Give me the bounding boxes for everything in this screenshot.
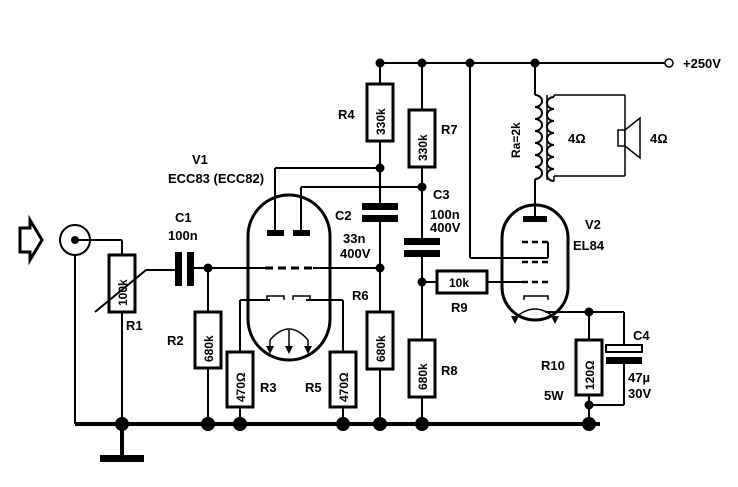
v1-tube-envelope xyxy=(246,193,332,362)
r6-name: R6 xyxy=(352,288,369,303)
c1-plate-right xyxy=(187,252,194,286)
v2-cathode xyxy=(523,295,549,300)
r2-value: 680k xyxy=(202,335,216,362)
v1-name: V1 xyxy=(192,152,208,167)
v1-plate-right xyxy=(293,230,310,236)
v2-heater xyxy=(514,308,556,319)
v2-heater-arrows-icon xyxy=(511,316,559,324)
r4-value: 330k xyxy=(374,108,388,135)
c3-plate-top xyxy=(404,238,440,245)
c2-plate-bottom xyxy=(362,215,398,222)
v2-plate xyxy=(523,216,547,222)
supply-terminal xyxy=(664,58,674,68)
c3-voltage: 400V xyxy=(430,220,461,235)
r5-resistor xyxy=(328,350,358,409)
r5-name: R5 xyxy=(305,380,322,395)
c1-value: 100n xyxy=(168,228,198,243)
r8-name: R8 xyxy=(441,363,458,378)
v2-type: EL84 xyxy=(573,238,605,253)
transformer-primary xyxy=(534,94,543,180)
c2-plate-top xyxy=(362,203,398,210)
c3-plate-bottom xyxy=(404,250,440,257)
r1-name: R1 xyxy=(126,318,143,333)
r6-resistor xyxy=(365,310,395,371)
r10-power: 5W xyxy=(544,388,564,403)
input-arrow-icon xyxy=(18,214,44,266)
c2-name: C2 xyxy=(335,208,352,223)
c2-value: 33n xyxy=(343,231,365,246)
c2-voltage: 400V xyxy=(340,246,371,261)
transformer-secondary-impedance: 4Ω xyxy=(568,131,586,146)
r10-resistor xyxy=(574,338,604,397)
v1-heater-arrows-icon xyxy=(266,330,312,354)
r4-name: R4 xyxy=(338,107,355,122)
v2-name: V2 xyxy=(585,217,601,232)
r10-value: 120Ω xyxy=(583,360,597,390)
c4-plate-positive xyxy=(605,344,643,353)
r8-value: 680k xyxy=(416,363,430,390)
v1-cathode-left xyxy=(266,295,285,300)
v1-cathode-right xyxy=(292,295,311,300)
transformer-secondary xyxy=(546,96,555,182)
r9-name: R9 xyxy=(451,300,468,315)
c1-plate-left xyxy=(175,252,182,286)
r7-value: 330k xyxy=(416,134,430,161)
r8-resistor xyxy=(407,338,437,399)
speaker-icon xyxy=(617,116,641,160)
r10-name: R10 xyxy=(541,358,565,373)
v1-plate-left xyxy=(267,230,284,236)
r5-value: 470Ω xyxy=(337,372,351,402)
r3-name: R3 xyxy=(260,380,277,395)
transformer-ra: Ra=2k xyxy=(509,122,523,158)
r3-resistor xyxy=(225,350,255,409)
c4-voltage: 30V xyxy=(628,386,651,401)
supply-label: +250V xyxy=(683,56,721,71)
r4-resistor xyxy=(365,82,395,143)
junction-dots xyxy=(115,58,596,431)
c3-name: C3 xyxy=(433,187,450,202)
c4-plate-negative xyxy=(606,357,642,364)
speaker-impedance: 4Ω xyxy=(650,131,668,146)
v1-heater xyxy=(269,328,309,341)
r9-value: 10k xyxy=(449,276,469,290)
c4-value: 47µ xyxy=(628,370,650,385)
r3-value: 470Ω xyxy=(234,372,248,402)
r7-name: R7 xyxy=(441,122,458,137)
v1-type: ECC83 (ECC82) xyxy=(168,171,264,186)
c3-value: 100n xyxy=(430,207,460,222)
c1-name: C1 xyxy=(175,210,192,225)
r6-value: 680k xyxy=(374,335,388,362)
r7-resistor xyxy=(407,108,437,169)
r2-name: R2 xyxy=(167,333,184,348)
c4-name: C4 xyxy=(633,328,650,343)
